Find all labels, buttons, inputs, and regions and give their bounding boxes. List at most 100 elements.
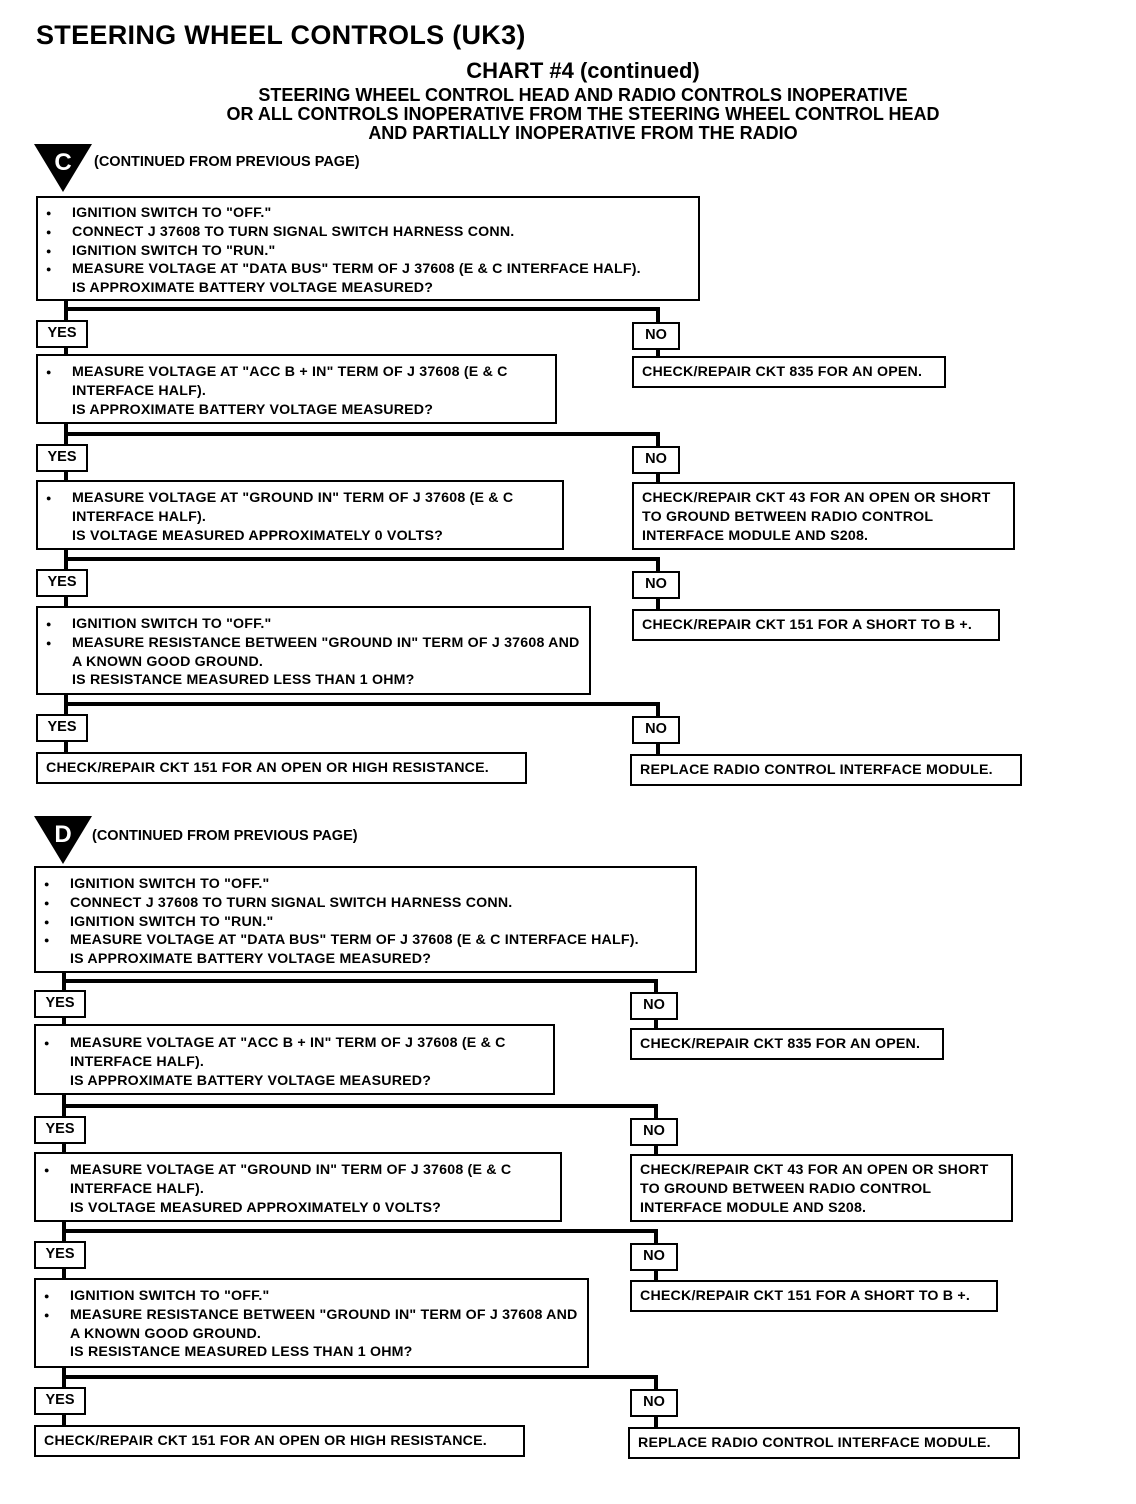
result-box: REPLACE RADIO CONTROL INTERFACE MODULE. [628, 1427, 1020, 1459]
connector-line [64, 470, 68, 482]
step-bullet: MEASURE VOLTAGE AT "DATA BUS" TERM OF J … [38, 260, 698, 279]
branch-line [62, 1104, 658, 1108]
connector-line [64, 300, 68, 322]
connector-line [64, 346, 68, 356]
connector-line [656, 432, 660, 447]
step-box-4: IGNITION SWITCH TO "OFF." MEASURE RESIST… [34, 1278, 589, 1368]
yes-label: YES [34, 990, 86, 1018]
subtitle-line-2: OR ALL CONTROLS INOPERATIVE FROM THE STE… [226, 104, 940, 124]
yes-label: YES [36, 320, 88, 348]
no-label: NO [630, 1243, 678, 1271]
page-title: STEERING WHEEL CONTROLS (UK3) [36, 20, 526, 50]
connector-line [656, 348, 660, 358]
yes-label: YES [36, 444, 88, 472]
branch-line [64, 557, 660, 561]
connector-line [654, 1104, 658, 1119]
result-box: REPLACE RADIO CONTROL INTERFACE MODULE. [630, 754, 1022, 786]
result-box: CHECK/REPAIR CKT 43 FOR AN OPEN OR SHORT… [632, 482, 1015, 550]
connector-line [654, 1415, 658, 1427]
subtitle-line-3: AND PARTIALLY INOPERATIVE FROM THE RADIO [368, 123, 798, 143]
no-label: NO [630, 992, 678, 1020]
result-box: CHECK/REPAIR CKT 43 FOR AN OPEN OR SHORT… [630, 1154, 1013, 1222]
branch-line [64, 432, 660, 436]
step-box-3: MEASURE VOLTAGE AT "GROUND IN" TERM OF J… [34, 1152, 562, 1222]
no-label: NO [630, 1118, 678, 1146]
result-box: CHECK/REPAIR CKT 151 FOR A SHORT TO B +. [630, 1280, 998, 1312]
connector-line [654, 1269, 658, 1281]
no-label: NO [632, 716, 680, 744]
subtitle-line-1: STEERING WHEEL CONTROL HEAD AND RADIO CO… [258, 85, 908, 105]
step-bullet: IGNITION SWITCH TO "OFF." [38, 615, 589, 634]
continuation-marker-icon: D [34, 816, 92, 864]
step-box-2: MEASURE VOLTAGE AT "ACC B + IN" TERM OF … [36, 354, 557, 424]
step-bullet: MEASURE RESISTANCE BETWEEN "GROUND IN" T… [36, 1306, 587, 1344]
step-box-1: IGNITION SWITCH TO "OFF." CONNECT J 3760… [34, 866, 697, 973]
step-question: IS APPROXIMATE BATTERY VOLTAGE MEASURED? [70, 1072, 432, 1089]
step-box-4: IGNITION SWITCH TO "OFF." MEASURE RESIST… [36, 606, 591, 695]
step-bullet: IGNITION SWITCH TO "OFF." [36, 1287, 587, 1306]
step-box-1: IGNITION SWITCH TO "OFF." CONNECT J 3760… [36, 196, 700, 301]
connector-line [64, 740, 68, 752]
chart-subtitle: STEERING WHEEL CONTROL HEAD AND RADIO CO… [15, 86, 1136, 143]
step-question: IS RESISTANCE MEASURED LESS THAN 1 OHM? [70, 1344, 413, 1361]
step-bullet: MEASURE VOLTAGE AT "GROUND IN" TERM OF J… [36, 1161, 560, 1199]
chart-number: CHART #4 (continued) [466, 58, 700, 83]
yes-label: YES [36, 569, 88, 597]
step-question: IS APPROXIMATE BATTERY VOLTAGE MEASURED? [72, 280, 434, 297]
yes-label: YES [34, 1116, 86, 1144]
connector-line [62, 1267, 66, 1279]
step-bullet: IGNITION SWITCH TO "OFF." [38, 204, 698, 223]
step-box-2: MEASURE VOLTAGE AT "ACC B + IN" TERM OF … [34, 1024, 555, 1095]
connector-line [62, 1016, 66, 1026]
result-box: CHECK/REPAIR CKT 151 FOR A SHORT TO B +. [632, 609, 1000, 641]
step-question: IS APPROXIMATE BATTERY VOLTAGE MEASURED? [72, 401, 434, 418]
connector-line [62, 1413, 66, 1425]
continued-note: (CONTINUED FROM PREVIOUS PAGE) [94, 154, 360, 170]
result-box: CHECK/REPAIR CKT 151 FOR AN OPEN OR HIGH… [36, 752, 527, 784]
step-box-3: MEASURE VOLTAGE AT "GROUND IN" TERM OF J… [36, 480, 564, 550]
branch-line [62, 1229, 658, 1233]
no-label: NO [632, 571, 680, 599]
step-bullet: MEASURE VOLTAGE AT "GROUND IN" TERM OF J… [38, 489, 562, 527]
step-bullet: IGNITION SWITCH TO "RUN." [38, 242, 698, 261]
connector-line [62, 1142, 66, 1154]
connector-line [656, 742, 660, 754]
step-bullet: CONNECT J 37608 TO TURN SIGNAL SWITCH HA… [36, 894, 695, 913]
result-box: CHECK/REPAIR CKT 835 FOR AN OPEN. [630, 1028, 944, 1060]
no-label: NO [632, 446, 680, 474]
step-bullet: IGNITION SWITCH TO "OFF." [36, 875, 695, 894]
connector-line [654, 1229, 658, 1245]
marker-letter: D [54, 821, 71, 848]
connector-line [656, 557, 660, 573]
marker-letter: C [54, 149, 71, 176]
step-question: IS APPROXIMATE BATTERY VOLTAGE MEASURED? [70, 951, 432, 968]
continuation-marker-icon: C [34, 144, 92, 192]
connector-line [656, 702, 660, 718]
step-question: IS VOLTAGE MEASURED APPROXIMATELY 0 VOLT… [72, 527, 444, 544]
yes-label: YES [36, 714, 88, 742]
connector-line [654, 1144, 658, 1156]
connector-line [656, 307, 660, 322]
step-question: IS RESISTANCE MEASURED LESS THAN 1 OHM? [72, 672, 415, 689]
step-bullet: MEASURE VOLTAGE AT "DATA BUS" TERM OF J … [36, 931, 695, 950]
yes-label: YES [34, 1241, 86, 1269]
step-bullet: MEASURE VOLTAGE AT "ACC B + IN" TERM OF … [36, 1034, 553, 1072]
continued-note: (CONTINUED FROM PREVIOUS PAGE) [92, 828, 358, 844]
result-box: CHECK/REPAIR CKT 835 FOR AN OPEN. [632, 356, 946, 388]
step-bullet: MEASURE VOLTAGE AT "ACC B + IN" TERM OF … [38, 363, 555, 401]
branch-line [62, 1375, 658, 1379]
step-question: IS VOLTAGE MEASURED APPROXIMATELY 0 VOLT… [70, 1199, 442, 1216]
branch-line [62, 979, 658, 983]
connector-line [64, 595, 68, 607]
step-bullet: IGNITION SWITCH TO "RUN." [36, 913, 695, 932]
yes-label: YES [34, 1387, 86, 1415]
step-bullet: MEASURE RESISTANCE BETWEEN "GROUND IN" T… [38, 634, 589, 672]
no-label: NO [630, 1389, 678, 1417]
connector-line [654, 1018, 658, 1028]
connector-line [656, 597, 660, 609]
result-box: CHECK/REPAIR CKT 151 FOR AN OPEN OR HIGH… [34, 1425, 525, 1457]
connector-line [654, 979, 658, 994]
connector-line [656, 472, 660, 484]
no-label: NO [632, 322, 680, 350]
branch-line [64, 702, 660, 706]
